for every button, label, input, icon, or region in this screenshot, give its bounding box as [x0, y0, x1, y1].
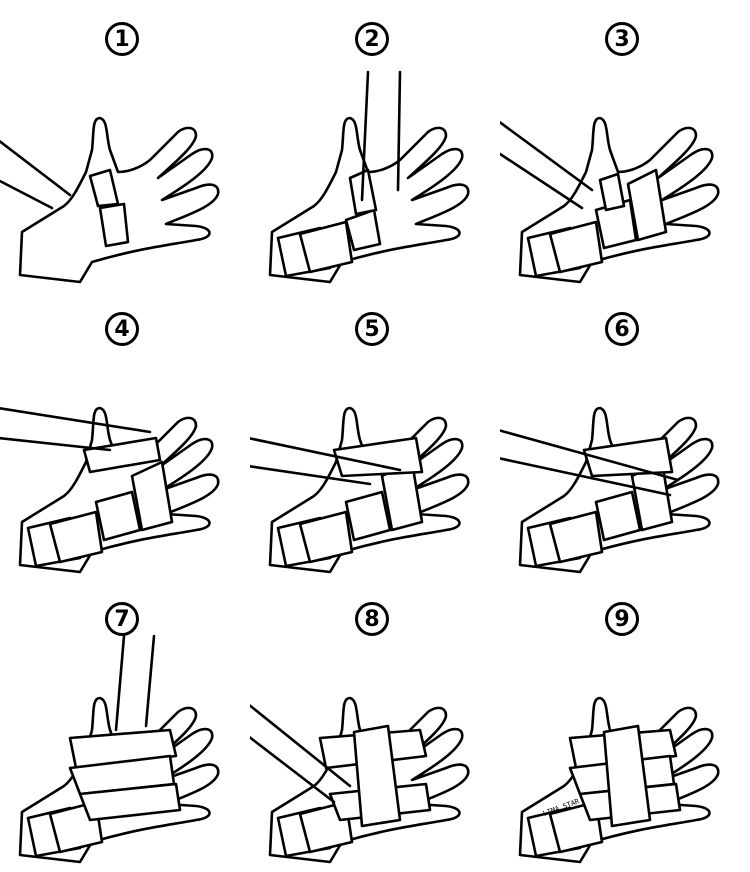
hand-illustration: LIMA STAR [518, 696, 720, 864]
wrap-strap-edge [250, 437, 402, 472]
wrap-band [298, 220, 354, 274]
step-number-badge: 9 [605, 602, 639, 636]
wrap-strap-edge [0, 139, 72, 197]
wrap-band [548, 220, 604, 274]
step-8: 8 [250, 580, 500, 870]
step-4: 4 [0, 290, 250, 580]
wrap-band [94, 490, 142, 542]
wrap-strap-edge [0, 179, 54, 210]
step-7: 7 [0, 580, 250, 870]
hand-illustration [250, 406, 470, 574]
hand-illustration [268, 70, 470, 284]
wrap-band [332, 436, 424, 478]
wrap-band [626, 168, 668, 242]
step-9: LIMA STAR 9 [500, 580, 750, 870]
hand-illustration [250, 696, 470, 864]
wrap-band [298, 510, 354, 564]
wrap-strap-edge [250, 735, 336, 804]
hand-illustration [18, 634, 220, 864]
wrap-strap-edge [0, 406, 152, 434]
wrap-strap-edge [360, 70, 370, 202]
hand-illustration [500, 116, 720, 284]
wrap-band [48, 510, 104, 564]
wrap-band [602, 724, 652, 828]
step-number-badge: 1 [105, 22, 139, 56]
step-number-badge: 4 [105, 312, 139, 346]
hand-illustration [0, 116, 220, 284]
wrap-strap-edge [0, 436, 112, 452]
step-2: 2 [250, 0, 500, 290]
wrap-band [130, 460, 174, 532]
wrap-band [548, 510, 604, 564]
wrap-band [598, 172, 626, 212]
wrap-strap-edge [144, 634, 156, 728]
wrap-band [82, 436, 162, 474]
wrap-strap-edge [250, 464, 372, 486]
wrap-band [88, 168, 120, 208]
wrap-strap-edge [396, 70, 402, 192]
step-3: 3 [500, 0, 750, 290]
wrap-band [594, 490, 642, 542]
wrap-strap-edge [500, 152, 584, 210]
wrap-strap-edge [250, 703, 352, 788]
step-number-badge: 2 [355, 22, 389, 56]
wrap-band [78, 782, 182, 822]
wrap-band [98, 202, 130, 248]
wrap-strap-edge [500, 429, 680, 482]
wrap-strap-edge [114, 634, 126, 732]
step-number-badge: 8 [355, 602, 389, 636]
step-number-badge: 5 [355, 312, 389, 346]
wrap-band [582, 436, 674, 478]
hand-outline [18, 116, 220, 284]
wrap-band [352, 724, 402, 828]
hand-illustration [500, 406, 720, 574]
step-5: 5 [250, 290, 500, 580]
step-1: 1 [0, 0, 250, 290]
step-number-badge: 3 [605, 22, 639, 56]
wrap-strap-edge [500, 120, 594, 192]
hand-illustration [0, 406, 220, 574]
step-number-badge: 7 [105, 602, 139, 636]
wrap-band [344, 490, 392, 542]
step-number-badge: 6 [605, 312, 639, 346]
wrap-strap-edge [500, 457, 672, 497]
step-6: 6 [500, 290, 750, 580]
